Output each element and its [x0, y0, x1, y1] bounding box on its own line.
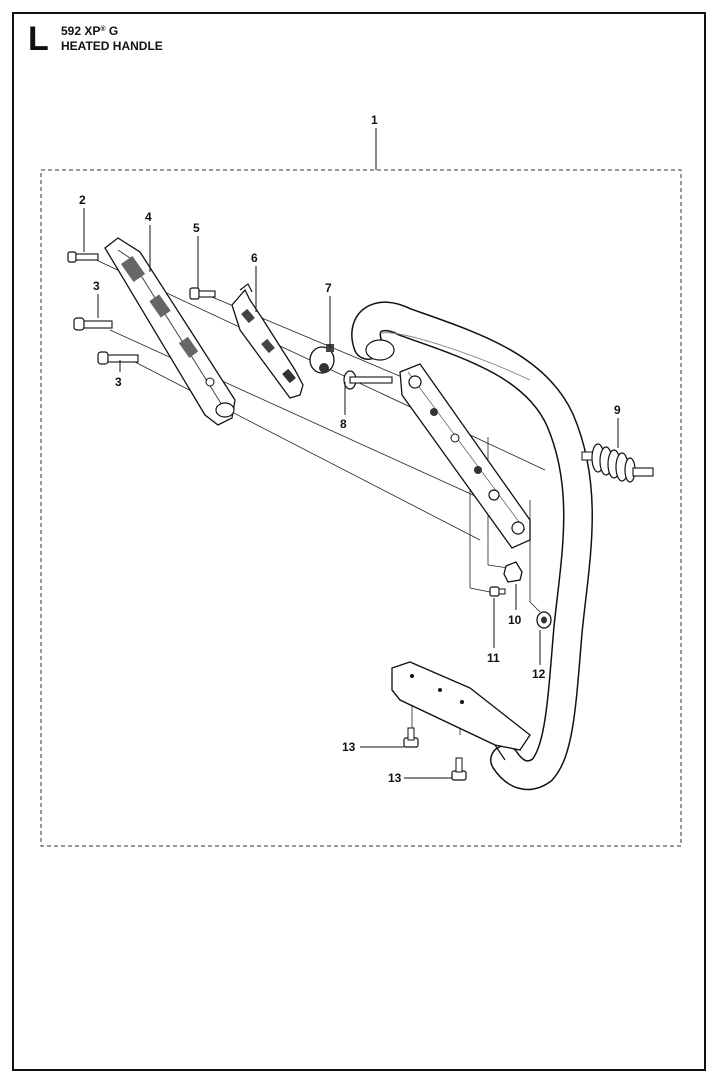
callout-9: 9 — [614, 403, 621, 417]
nut-10 — [503, 561, 523, 583]
callout-2: 2 — [79, 193, 86, 207]
callout-7: 7 — [325, 281, 332, 295]
handle-bar — [351, 301, 593, 791]
callout-12: 12 — [532, 667, 546, 681]
screw-3-upper — [73, 317, 113, 331]
callout-6: 6 — [251, 251, 258, 265]
callout-leaders — [83, 208, 619, 779]
callout-4: 4 — [145, 210, 152, 224]
callout-13: 13 — [342, 740, 356, 754]
heater-switch — [231, 283, 304, 399]
model-name: 592 XP® G — [61, 24, 118, 38]
callout-3: 3 — [93, 279, 100, 293]
handle-bracket — [399, 363, 531, 549]
model-suffix: G — [105, 24, 119, 38]
screw-2 — [67, 251, 99, 263]
page-subtitle: HEATED HANDLE — [61, 39, 163, 53]
registered-mark: ® — [100, 26, 106, 33]
screw-3-lower — [97, 351, 139, 365]
callout-10: 10 — [508, 613, 522, 627]
pin-8 — [343, 370, 393, 390]
callout-8: 8 — [340, 417, 347, 431]
nut-12 — [536, 611, 552, 629]
callout-3: 3 — [115, 375, 122, 389]
callout-1: 1 — [371, 113, 378, 127]
callout-5: 5 — [193, 221, 200, 235]
clamp-7 — [309, 344, 335, 374]
left-bracket — [104, 237, 236, 426]
callout-13: 13 — [388, 771, 402, 785]
screw-11 — [489, 586, 506, 597]
callout-11: 11 — [487, 651, 500, 665]
screw-5 — [189, 287, 216, 300]
screw-13-lower — [451, 757, 467, 781]
section-letter: L — [28, 20, 49, 58]
screw-13-upper — [403, 727, 419, 748]
model-number: 592 XP — [61, 24, 101, 38]
damper-spring-9 — [581, 443, 654, 483]
